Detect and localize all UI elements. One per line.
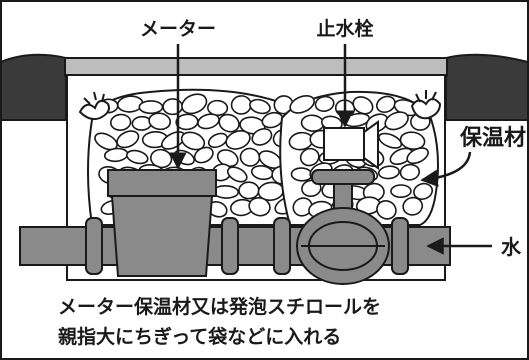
pebble: [180, 131, 206, 151]
pebble: [94, 132, 118, 151]
pebble: [249, 98, 271, 115]
water-label: 水: [501, 235, 522, 259]
pebble: [138, 100, 164, 115]
water-meter: [107, 169, 217, 277]
ground-right: [445, 53, 529, 121]
pebble: [402, 196, 424, 216]
pebble: [390, 184, 412, 199]
pebble: [116, 130, 140, 149]
bag-tie-left: [78, 91, 110, 121]
pebble: [109, 113, 132, 131]
pebble: [289, 95, 315, 114]
pipe-coupling: [221, 217, 239, 275]
meter-label: メーター: [140, 18, 216, 40]
pipe-coupling: [273, 217, 291, 275]
pebble: [352, 96, 374, 115]
bag-tie-right: [410, 90, 442, 120]
pebble: [377, 165, 400, 180]
pebble: [148, 112, 172, 131]
pebble: [248, 196, 271, 217]
pebble: [290, 167, 313, 182]
pebble: [126, 149, 149, 165]
pebble: [230, 95, 252, 115]
pebble: [238, 181, 260, 200]
stop-valve-label: 止水栓: [316, 17, 373, 40]
pebble: [162, 98, 184, 116]
pebble: [193, 146, 214, 164]
pebble: [399, 131, 426, 150]
caption-line-1: メーター保温材又は発泡スチロールを: [58, 295, 381, 318]
pebble: [375, 95, 396, 113]
pebble: [181, 93, 208, 115]
pebble: [376, 200, 397, 220]
ground-left: [0, 53, 67, 121]
pebble: [299, 147, 320, 167]
pebble: [251, 128, 273, 146]
pebble: [225, 130, 251, 150]
meter-box-lid: [64, 57, 448, 77]
pipe-coupling: [85, 217, 103, 275]
pipe-coupling: [391, 217, 409, 275]
pebble: [207, 132, 228, 149]
stop-valve: [296, 169, 390, 285]
pebble: [226, 166, 248, 183]
pebble: [399, 163, 421, 181]
pebble: [218, 113, 240, 133]
pebble: [197, 113, 220, 130]
insulation-pointer-arrow: [420, 151, 472, 187]
insulation-label: 保温材: [459, 126, 526, 151]
pebble: [292, 197, 313, 217]
pebble: [384, 111, 409, 131]
pebble: [314, 95, 335, 112]
caption-line-2: 親指大にちぎって袋などに入れる: [58, 325, 341, 348]
valve-handle: [323, 120, 379, 170]
pebble: [378, 132, 403, 149]
pebble: [406, 147, 429, 165]
